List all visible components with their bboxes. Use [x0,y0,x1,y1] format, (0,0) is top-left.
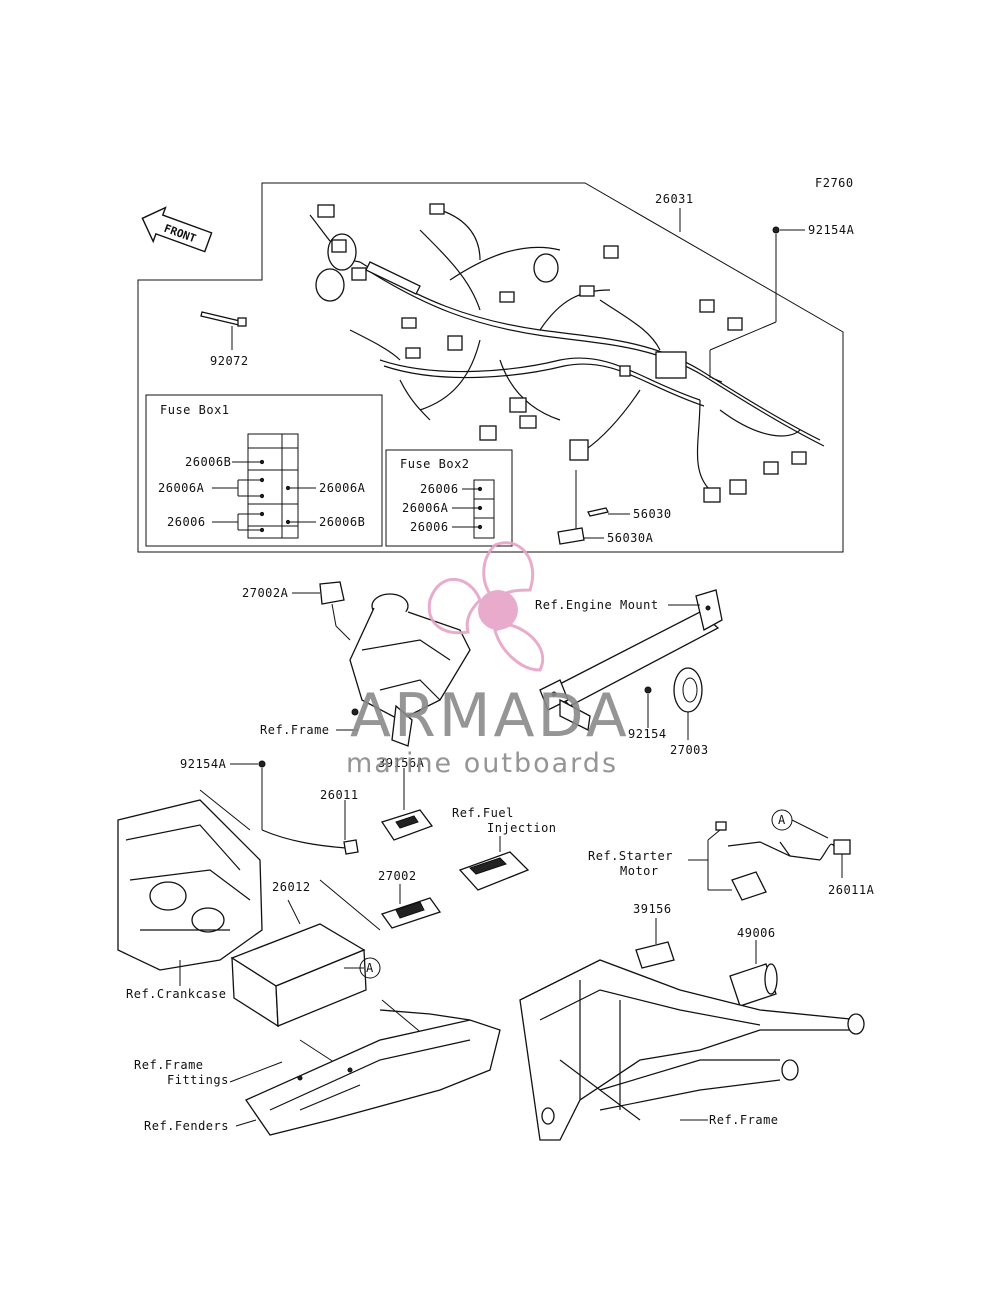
cover-39156A [380,768,434,841]
figure-code: F2760 [815,176,854,190]
label-26012: 26012 [272,880,311,894]
relay-27002 [380,884,442,929]
leader-cable-battery [319,879,381,931]
starter-relay-assembly [688,819,851,901]
callout-a-starter [771,809,793,831]
watermark-logo: ARMADA marine outboards [346,541,630,779]
fuse-box-1-left-1: 26006A [158,481,205,495]
fuse-box-1-left-2: 26006 [167,515,206,529]
callout-a-battery-label: A [366,961,374,975]
label-39156: 39156 [633,902,672,916]
label-49006: 49006 [737,926,776,940]
fuse-box-2: Fuse Box2 [385,449,513,547]
callout-a-starter-label: A [778,813,786,827]
label-92072: 92072 [210,354,249,368]
label-39156A: 39156A [378,756,425,770]
label-27002: 27002 [378,869,417,883]
label-92154A-mid: 92154A [180,757,227,771]
ref-engine-mount: Ref.Engine Mount [535,598,659,612]
band-92072 [200,311,247,350]
cover-39156 [635,918,675,969]
ref-fenders: Ref.Fenders [144,1119,229,1133]
label-26011A: 26011A [828,883,875,897]
ref-crankcase: Ref.Crankcase [126,987,226,1001]
horn-27003 [644,667,703,740]
fuse-box-2-item-0: 26006 [420,482,459,496]
ref-fuel-injection-line2: Injection [487,821,557,835]
fuse-box-1-right-0: 26006A [319,481,366,495]
label-27002A: 27002A [242,586,289,600]
label-92154: 92154 [628,727,667,741]
frame-head-section [349,593,471,747]
label-56030A: 56030A [607,531,654,545]
damper-49006 [729,940,778,1007]
propeller-icon [427,541,545,672]
fuse-box-2-item-2: 26006 [410,520,449,534]
front-arrow-icon: FRONT [141,206,213,253]
ref-frame-fittings-line2: Fittings [167,1073,229,1087]
callout-a-battery [344,957,381,979]
ref-fuel-injection-line1: Ref.Fuel [452,806,514,820]
ref-frame-fittings-line1: Ref.Frame [134,1058,204,1072]
fuse-box-1-right-1: 26006B [319,515,365,529]
relay-27002A [292,581,351,641]
ref-starter-motor-line1: Ref.Starter [588,849,673,863]
label-27003: 27003 [670,743,709,757]
label-56030: 56030 [633,507,672,521]
ref-starter-motor-line2: Motor [620,864,659,878]
ref-frame-bottom: Ref.Frame [709,1113,779,1127]
fuse-box-2-title: Fuse Box2 [400,457,470,471]
ecu-fuel-injection [458,836,530,891]
main-harness-26031 [309,203,825,503]
label-26011: 26011 [320,788,359,802]
bolt-92154A-mid [230,760,266,830]
battery-26012 [230,899,367,1028]
watermark-brand: ARMADA [350,681,630,751]
ref-frame-mid: Ref.Frame [260,723,330,737]
watermark-tagline: marine outboards [346,748,618,779]
crankcase [117,789,263,986]
cable-26011 [261,800,359,855]
fuse-box-1: Fuse Box1 [145,394,383,547]
main-frame-rear [519,959,865,1141]
label-92154A-top: 92154A [808,223,855,237]
fuse-box-1-left-0: 26006B [185,455,231,469]
engine-mount-bracket [539,589,723,731]
bolt-92154A-top [709,226,805,378]
clamp-56030 [557,470,630,545]
fuse-box-1-title: Fuse Box1 [160,403,230,417]
label-26031: 26031 [655,192,694,206]
rear-fender-assembly [229,1009,501,1136]
fuse-box-2-item-1: 26006A [402,501,449,515]
